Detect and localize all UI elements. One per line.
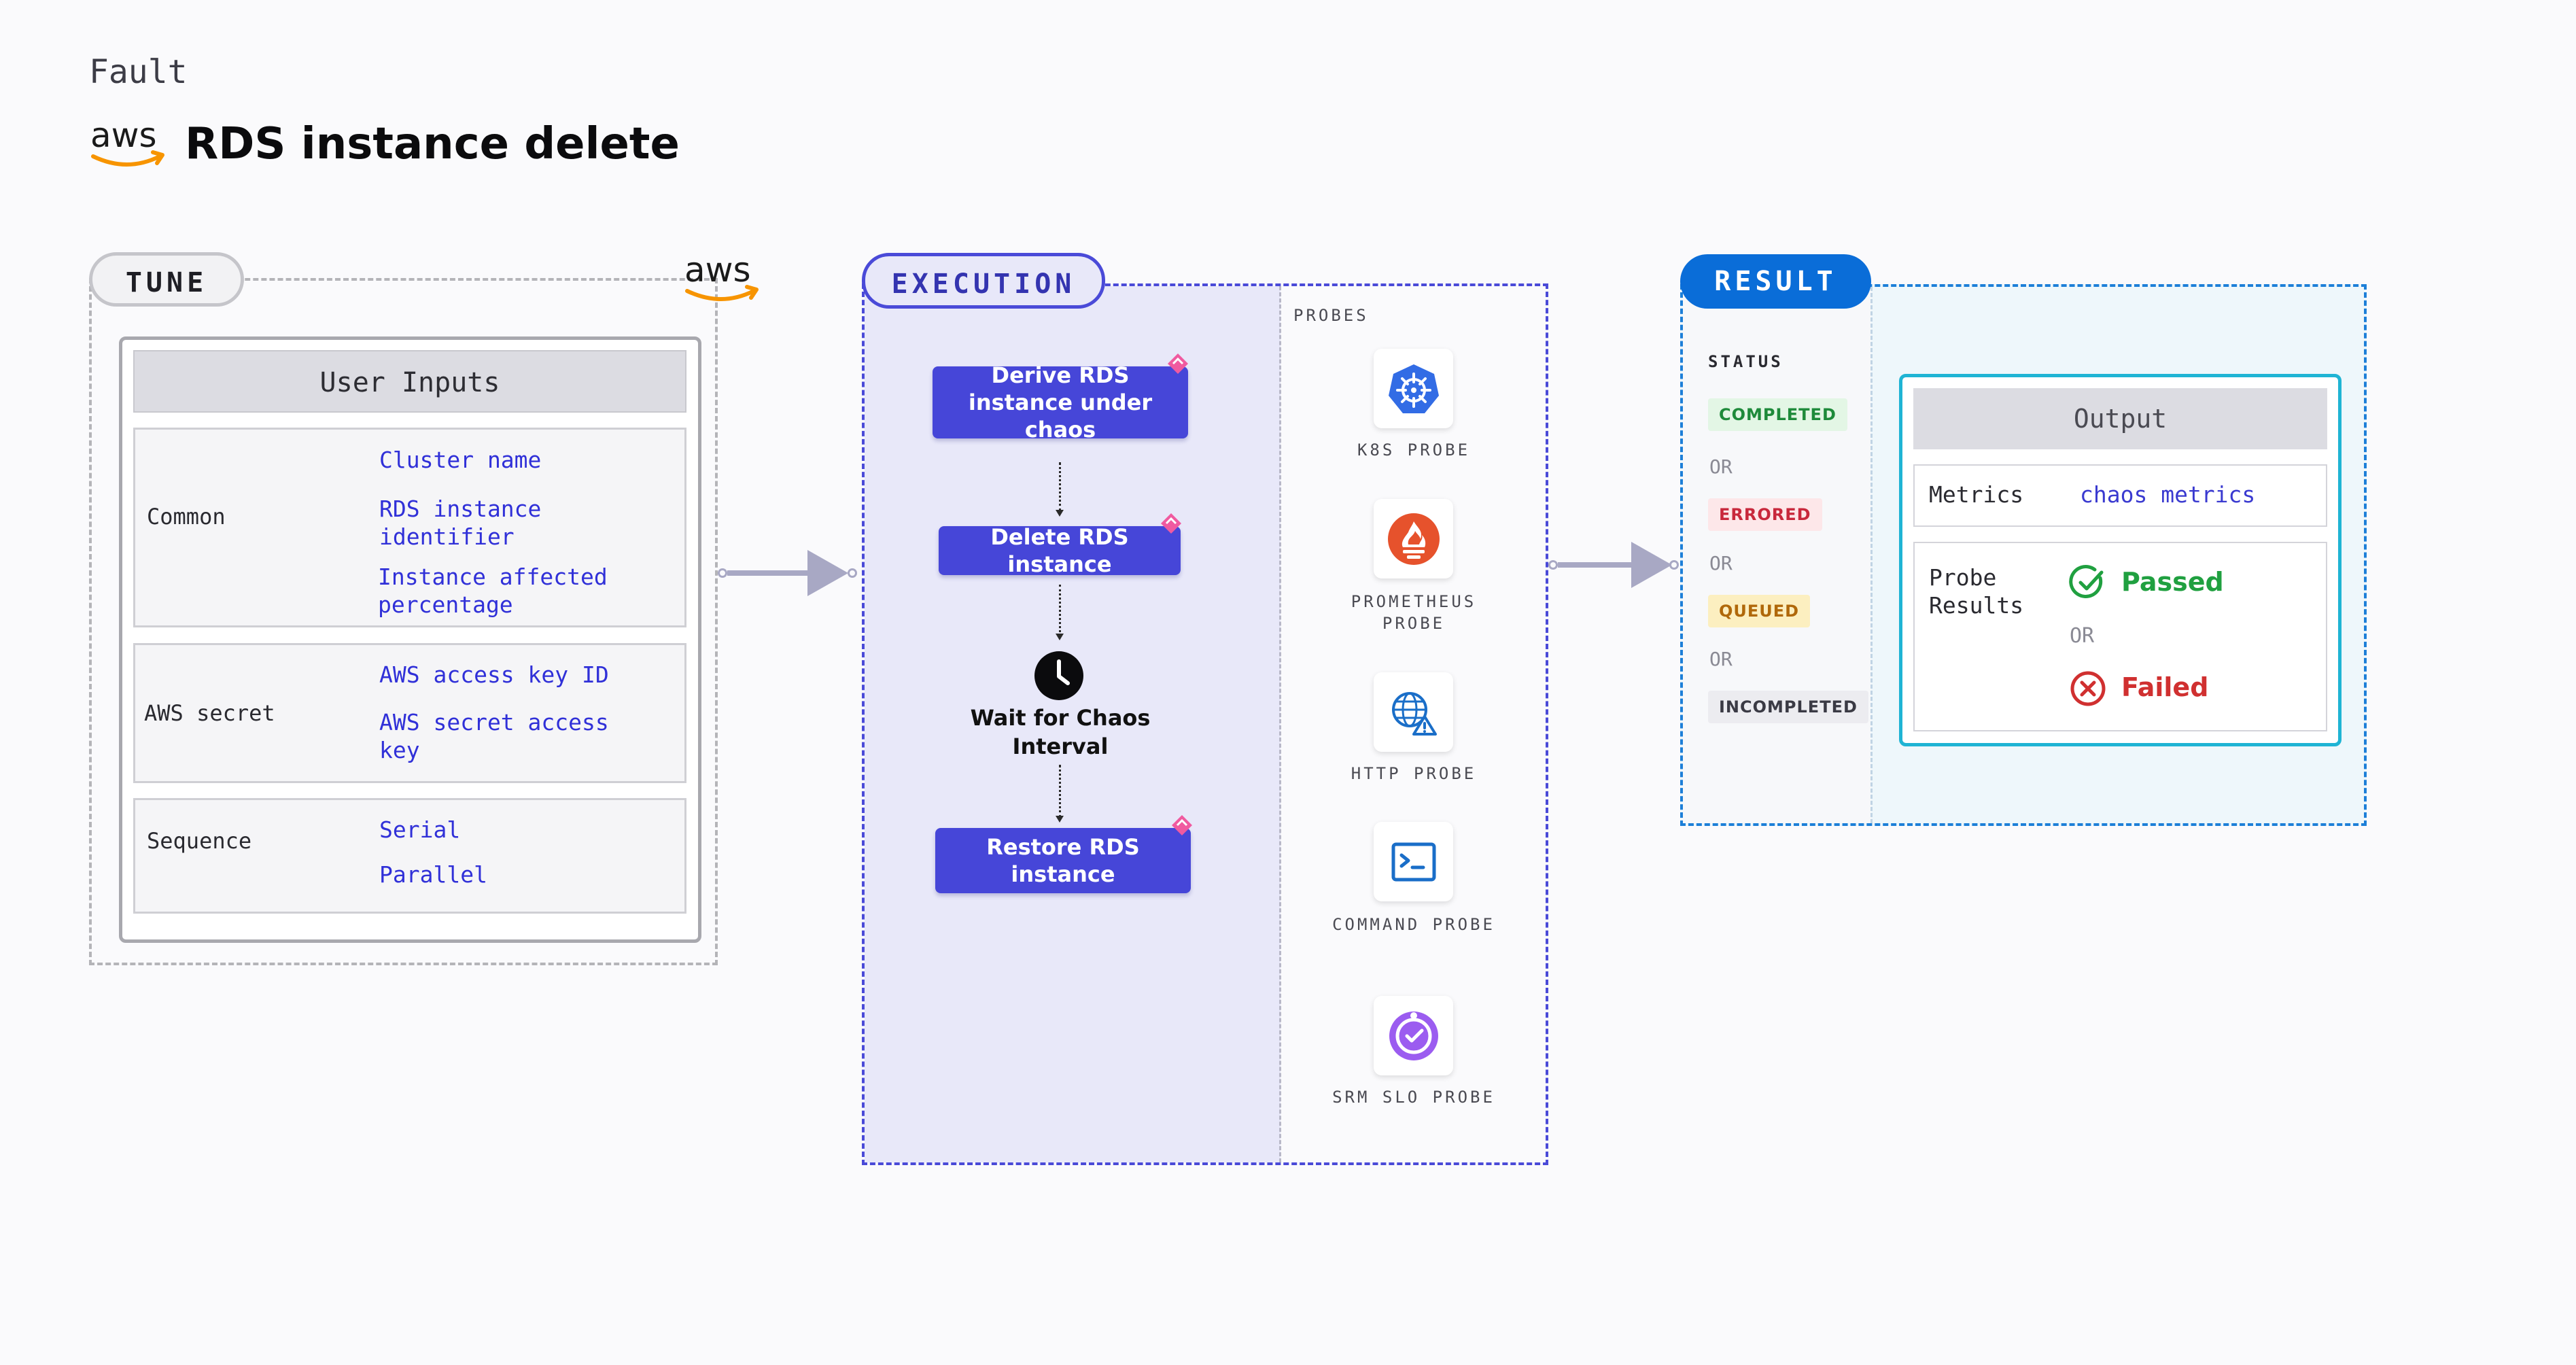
or-label: OR bbox=[1709, 648, 1733, 670]
flow-arrowhead bbox=[1056, 634, 1064, 640]
flow-connector bbox=[1059, 585, 1061, 636]
probe-label: COMMAND PROBE bbox=[1332, 915, 1495, 934]
flow-arrowhead bbox=[1056, 510, 1064, 517]
chaos-badge-icon bbox=[1168, 353, 1188, 374]
flow-arrowhead bbox=[1056, 816, 1064, 823]
input-group-aws-secret bbox=[133, 643, 686, 783]
connector-dot bbox=[848, 568, 857, 578]
metrics-value: chaos metrics bbox=[2080, 481, 2256, 508]
status-badge-queued: QUEUED bbox=[1708, 595, 1811, 627]
connector-line bbox=[1558, 562, 1633, 568]
or-label: OR bbox=[1709, 455, 1733, 478]
input-group-label: AWS secret bbox=[144, 700, 275, 726]
step-wait-chaos-interval: Wait for Chaos Interval bbox=[970, 705, 1151, 759]
step-label: Delete RDS instance bbox=[990, 524, 1129, 577]
status-badge-completed: COMPLETED bbox=[1708, 398, 1847, 431]
probes-title: PROBES bbox=[1293, 306, 1369, 325]
status-column bbox=[1683, 287, 1871, 823]
flow-connector bbox=[1059, 765, 1061, 818]
probe-label: HTTP PROBE bbox=[1351, 764, 1477, 783]
user-inputs-header: User Inputs bbox=[133, 350, 686, 413]
input-item: AWS access key ID bbox=[379, 661, 609, 688]
connector-line bbox=[727, 570, 809, 576]
or-label: OR bbox=[2070, 624, 2095, 648]
probe-label: PROMETHEUS PROBE bbox=[1351, 592, 1477, 633]
step-restore-rds-instance[interactable]: Restore RDS instance bbox=[935, 828, 1191, 893]
step-derive-rds-instance[interactable]: Derive RDS instance under chaos bbox=[933, 362, 1188, 443]
svg-text:aws: aws bbox=[684, 252, 751, 290]
output-header: Output bbox=[1913, 388, 2327, 449]
probe-results-label: Probe Results bbox=[1929, 564, 2024, 619]
input-item: Parallel bbox=[379, 861, 487, 888]
prometheus-icon bbox=[1374, 499, 1453, 578]
input-item: AWS secret access key bbox=[379, 709, 609, 763]
input-group-label: Common bbox=[147, 504, 226, 530]
connector-dot bbox=[1548, 560, 1558, 570]
x-circle-icon bbox=[2070, 671, 2106, 706]
status-badge-errored: ERRORED bbox=[1708, 498, 1822, 531]
chaos-badge-icon bbox=[1172, 815, 1192, 835]
step-delete-rds-instance[interactable]: Delete RDS instance bbox=[939, 524, 1181, 577]
page-title: RDS instance delete bbox=[185, 119, 680, 169]
connector-dot bbox=[1669, 560, 1679, 570]
check-circle-icon bbox=[2069, 565, 2104, 598]
probe-label: SRM SLO PROBE bbox=[1332, 1088, 1495, 1107]
fault-category-label: Fault bbox=[89, 53, 188, 91]
status-badge-incompleted: INCOMPLETED bbox=[1708, 691, 1868, 723]
clock-icon bbox=[1034, 651, 1083, 700]
connector-arrowhead bbox=[1631, 542, 1672, 588]
kubernetes-icon bbox=[1374, 349, 1453, 428]
passed-label: Passed bbox=[2121, 567, 2224, 597]
tune-section bbox=[89, 278, 718, 965]
result-pill: RESULT bbox=[1680, 254, 1871, 309]
tune-pill: TUNE bbox=[89, 252, 244, 307]
connector-dot bbox=[718, 568, 727, 578]
status-title: STATUS bbox=[1708, 352, 1783, 371]
probes-divider bbox=[1279, 286, 1281, 1162]
http-globe-icon bbox=[1374, 672, 1453, 752]
input-group-sequence bbox=[133, 798, 686, 914]
input-item: RDS instance identifier bbox=[379, 496, 542, 550]
failed-label: Failed bbox=[2121, 672, 2209, 702]
step-label: Derive RDS instance under chaos bbox=[968, 362, 1153, 443]
input-item: Instance affected percentage bbox=[378, 564, 608, 618]
terminal-icon bbox=[1374, 822, 1453, 901]
svg-text:aws: aws bbox=[90, 117, 157, 155]
input-item: Serial bbox=[379, 816, 461, 843]
input-group-common bbox=[133, 428, 686, 627]
probe-results-row bbox=[1913, 542, 2327, 731]
metrics-row bbox=[1913, 464, 2327, 527]
execution-section bbox=[862, 283, 1548, 1165]
srm-slo-icon bbox=[1374, 996, 1453, 1075]
flow-connector bbox=[1059, 462, 1061, 511]
connector-arrowhead bbox=[807, 550, 848, 596]
chaos-badge-icon bbox=[1161, 513, 1181, 534]
probe-label: K8S PROBE bbox=[1357, 440, 1471, 460]
metrics-label: Metrics bbox=[1929, 481, 2024, 508]
aws-logo-icon: aws bbox=[89, 116, 168, 175]
input-item: Cluster name bbox=[379, 447, 542, 473]
input-group-label: Sequence bbox=[147, 828, 252, 854]
execution-pill: EXECUTION bbox=[862, 253, 1105, 309]
or-label: OR bbox=[1709, 552, 1733, 574]
step-label: Restore RDS instance bbox=[986, 834, 1140, 887]
result-divider bbox=[1870, 287, 1873, 823]
aws-logo-icon: aws bbox=[683, 250, 762, 309]
